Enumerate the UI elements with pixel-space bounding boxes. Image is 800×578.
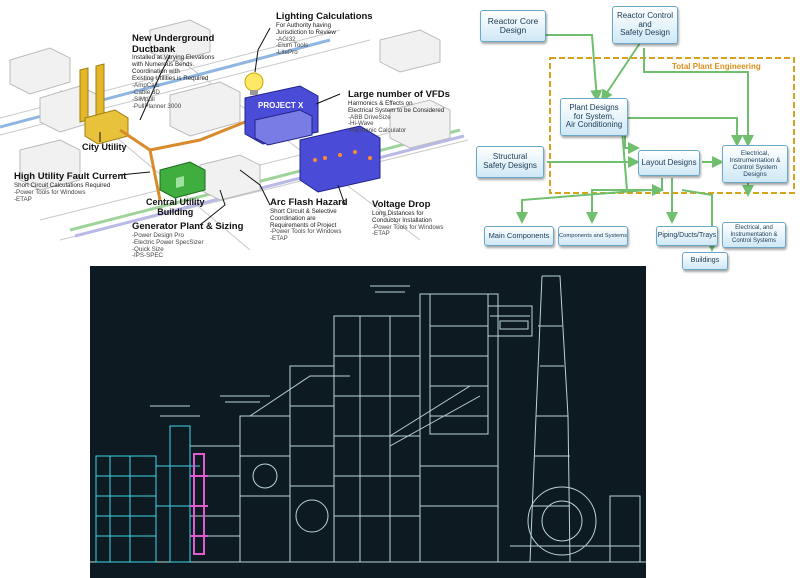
box-electrical-designs: Electrical, Instrumentation & Control Sy… [722, 145, 788, 183]
box-components-systems: Components and Systems [558, 226, 628, 246]
callout-title: High Utility Fault Current [14, 171, 127, 182]
callout-subtitle: Long Distances for Conductor Installatio… [372, 209, 432, 224]
callout-subtitle: For Authority having Jurisdiction to Rev… [276, 21, 336, 36]
flow-connectors [516, 34, 795, 252]
vfd-building [299, 125, 381, 193]
callout-tools: -AGI32 -Elum Tools -LitePro [276, 35, 309, 57]
frame-title-text: Total Plant Engineering [672, 62, 761, 71]
total-plant-title: Total Plant Engineering [672, 62, 761, 71]
callout-tools: -Power Tools for Windows -ETAP [372, 223, 444, 238]
box-electrical-systems: Electrical, and Instrumentation & Contro… [722, 222, 786, 248]
callout-title: Arc Flash Hazard [270, 197, 348, 208]
callout-tools: -Power Tools for Windows -ETAP [270, 228, 342, 243]
callout-title: Generator Plant & Sizing [132, 221, 244, 232]
box-layout: Layout Designs [638, 150, 700, 176]
callout-title: New Underground Ductbank [132, 33, 215, 55]
box-label: Structural Safety Designs [483, 152, 537, 170]
callout-tools: -Power Design Pro -Electric Power SpecSi… [132, 231, 204, 260]
box-structural: Structural Safety Designs [476, 146, 544, 178]
box-label: Electrical, Instrumentation & Control Sy… [729, 149, 781, 179]
callout-subtitle: Short Circuit Calculations Required [14, 181, 111, 189]
city-utility-label: City Utility [82, 142, 127, 152]
lighting-callout: Lighting Calculations For Authority havi… [276, 11, 386, 57]
box-plant-designs: Plant Designs for System, Air Conditioni… [560, 98, 628, 136]
project-x-label: PROJECT X [258, 101, 304, 110]
box-label: Components and Systems [559, 232, 627, 239]
voltage-drop-callout: Voltage Drop Long Distances for Conducto… [372, 199, 468, 238]
box-reactor-control: Reactor Control and Safety Design [612, 6, 678, 44]
box-reactor-core: Reactor Core Design [480, 10, 546, 42]
cad-linework [90, 275, 646, 563]
box-buildings: Buildings [682, 252, 728, 270]
box-label: Main Components [488, 230, 550, 240]
box-label: Layout Designs [641, 157, 697, 167]
callout-subtitle: Harmonics & Effects on Electrical System… [348, 99, 445, 114]
callout-tools: -AmpCalc -Cable 3D -SIMpull -PullPlanner… [132, 82, 182, 110]
box-label: Buildings [690, 257, 720, 265]
box-label: Reactor Control and Safety Design [616, 11, 674, 38]
callout-subtitle: Short Circuit & Selective Coordination a… [270, 207, 337, 229]
fault-current-callout: High Utility Fault Current Short Circuit… [14, 171, 134, 203]
callout-subtitle: Installed at Varying Elevations with Num… [132, 54, 215, 83]
callout-title: Voltage Drop [372, 199, 431, 210]
box-main-components: Main Components [484, 226, 554, 246]
project-x-building [244, 85, 319, 146]
plant-engineering-flow: Total Plant Engineering Reactor Core Des… [472, 0, 800, 270]
light-bulb-icon [244, 72, 264, 95]
cad-elevation-drawing [90, 266, 646, 578]
callout-tools: -Power Tools for Windows -ETAP [14, 188, 86, 203]
ductbank-callout: New Underground Ductbank Installed at Va… [132, 33, 252, 111]
box-label: Plant Designs for System, Air Conditioni… [565, 103, 623, 130]
central-utility-label: Central Utility Building [146, 197, 205, 217]
callout-title: Lighting Calculations [276, 11, 373, 22]
isometric-site-drawing [0, 19, 469, 251]
callout-title: Large number of VFDs [348, 89, 450, 100]
box-label: Electrical, and Instrumentation & Contro… [730, 225, 778, 245]
isometric-site-diagram: New Underground Ductbank Installed at Va… [0, 0, 469, 262]
box-label: Reactor Core Design [487, 15, 539, 35]
callout-tools: -ABB DriveSize -Hi-Wave -Harmonic Calcul… [348, 113, 407, 135]
generator-callout: Generator Plant & Sizing -Power Design P… [132, 221, 252, 260]
arc-flash-callout: Arc Flash Hazard Short Circuit & Selecti… [270, 197, 370, 243]
city-utility-equipment [79, 63, 129, 145]
box-piping: Piping/Ducts/Trays [656, 226, 718, 246]
box-label: Piping/Ducts/Trays [657, 232, 717, 240]
vfd-callout: Large number of VFDs Harmonics & Effects… [348, 89, 466, 135]
central-utility-building [159, 161, 206, 199]
